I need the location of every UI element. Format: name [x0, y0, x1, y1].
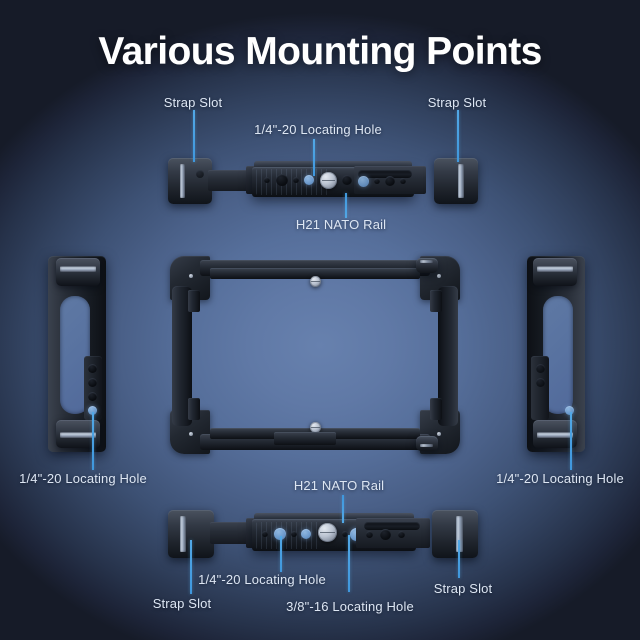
leader-bottom-threeeight — [348, 535, 350, 592]
bottom-hole-c — [291, 531, 297, 537]
leader-left-quarter — [92, 412, 94, 470]
bottom-strap-slot-right — [456, 516, 463, 552]
bottom-view-product — [168, 504, 480, 566]
bottom-arm-left-notch — [246, 518, 256, 548]
cage-rail-left — [172, 286, 192, 426]
cage-collar-bottom-right — [416, 436, 438, 451]
leader-bottom-nato — [342, 495, 344, 523]
top-hole-e — [358, 176, 369, 187]
leader-bottom-strap-right — [458, 540, 460, 578]
bottom-nato-screw-knob — [318, 523, 337, 542]
right-side-cap-top — [533, 258, 577, 286]
label-top-nato-rail: H21 NATO Rail — [295, 217, 387, 232]
center-cage-product — [170, 256, 460, 454]
top-hole-b — [276, 174, 288, 186]
leader-top-strap-left — [193, 110, 195, 162]
top-strap-slot-right — [458, 164, 464, 198]
bottom-arm-left — [210, 522, 256, 544]
label-bottom-quarter-hole: 1/4"-20 Locating Hole — [198, 572, 326, 587]
label-left-quarter-hole: 1/4"-20 Locating Hole — [19, 471, 147, 486]
left-side-hole-c — [88, 392, 97, 401]
left-side-edge-rail — [84, 356, 102, 420]
bottom-strap-slot-left — [180, 516, 186, 552]
leader-right-quarter — [570, 412, 572, 470]
top-arm-left — [208, 170, 256, 191]
left-side-hole-b — [88, 378, 97, 387]
leader-bottom-strap-left — [190, 540, 192, 594]
cage-notch-right-bot — [430, 398, 442, 420]
label-top-quarter-hole: 1/4"-20 Locating Hole — [254, 122, 382, 137]
right-side-edge-rail — [531, 356, 549, 420]
label-bottom-strap-slot-left: Strap Slot — [152, 596, 212, 611]
left-side-product — [44, 256, 114, 452]
bottom-rail-long-slot — [364, 522, 420, 530]
right-side-product — [519, 256, 589, 452]
cage-bottom-center-screw — [310, 422, 321, 433]
cage-notch-right-top — [430, 290, 442, 312]
label-bottom-strap-slot-right: Strap Slot — [433, 581, 493, 596]
left-side-cap-top — [56, 258, 100, 286]
label-right-quarter-hole: 1/4"-20 Locating Hole — [496, 471, 624, 486]
top-strap-block-right — [434, 158, 478, 204]
top-view-product — [168, 150, 480, 212]
top-hole-g — [385, 176, 395, 186]
right-side-quarter-locating-hole — [565, 406, 574, 415]
top-strap-bolt-left — [196, 170, 204, 178]
top-rail-upper-lip — [254, 161, 412, 169]
bottom-rail-upper-lip — [254, 513, 414, 521]
bottom-hole-f — [366, 531, 373, 538]
label-top-strap-left: Strap Slot — [163, 95, 223, 110]
bottom-hole-d — [301, 529, 311, 539]
bottom-hole-h — [398, 531, 405, 538]
top-hole-a — [264, 177, 270, 183]
top-arm-left-notch — [246, 166, 256, 194]
bottom-hole-e — [342, 531, 348, 537]
top-hole-f — [374, 178, 380, 184]
right-side-hole-b — [536, 378, 545, 387]
bottom-hole-a — [262, 531, 268, 537]
leader-top-quarter — [313, 139, 315, 176]
label-top-strap-right: Strap Slot — [427, 95, 487, 110]
cage-bar-top-inner — [210, 268, 420, 279]
top-quarter-locating-hole — [304, 175, 314, 185]
cage-notch-left-top — [188, 290, 200, 312]
cage-screw-bl — [189, 432, 193, 436]
left-side-strap-slot-bottom — [60, 432, 96, 438]
right-side-strap-slot-bottom — [537, 432, 573, 438]
leader-top-strap-right — [457, 110, 459, 162]
cage-screw-br — [437, 432, 441, 436]
top-nato-screw-knob — [320, 172, 337, 189]
cage-screw-tr — [437, 274, 441, 278]
left-side-strap-slot-top — [60, 266, 96, 272]
cage-collar-top-right-slot — [420, 260, 433, 263]
leader-bottom-quarter — [280, 536, 282, 572]
cage-screw-tl — [189, 274, 193, 278]
top-strap-slot-left — [180, 164, 185, 198]
bottom-hole-g — [380, 529, 391, 540]
cage-collar-bottom-right-slot — [420, 444, 433, 447]
right-side-strap-slot-top — [537, 266, 573, 272]
left-side-hole-a — [88, 364, 97, 373]
top-hole-d — [342, 175, 352, 185]
cage-notch-left-bot — [188, 398, 200, 420]
label-bottom-nato-rail: H21 NATO Rail — [293, 478, 385, 493]
right-side-hole-a — [536, 364, 545, 373]
top-hole-h — [400, 178, 406, 184]
top-hole-c — [293, 177, 299, 183]
cage-rail-right — [438, 286, 458, 426]
cage-top-center-screw — [310, 276, 321, 287]
bottom-strap-block-right — [432, 510, 478, 558]
bottom-quarter-locating-hole — [274, 528, 286, 540]
cage-bottom-plate — [274, 432, 336, 445]
left-side-quarter-locating-hole — [88, 406, 97, 415]
leader-top-nato — [345, 193, 347, 218]
page-title: Various Mounting Points — [98, 30, 542, 73]
top-rail-long-slot — [358, 170, 412, 178]
top-strap-block-left — [168, 158, 212, 204]
label-bottom-threeeight-hole: 3/8"-16 Locating Hole — [286, 599, 414, 614]
